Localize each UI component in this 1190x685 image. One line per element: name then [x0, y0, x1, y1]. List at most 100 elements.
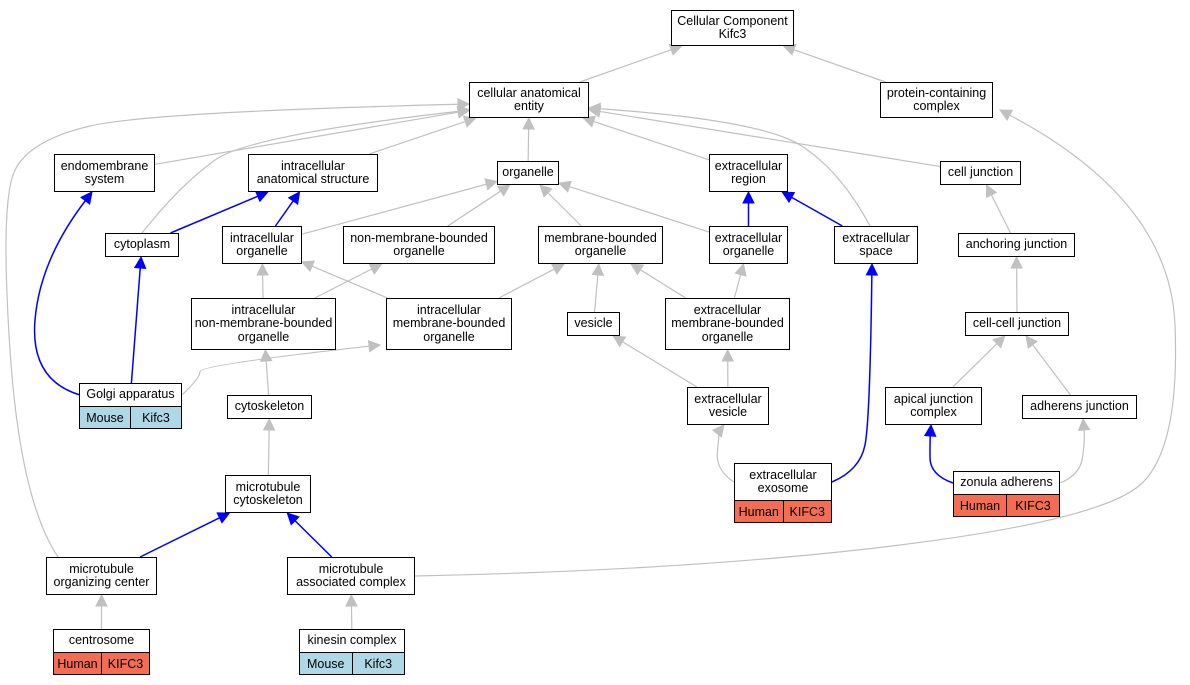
node-zonula[interactable]: zonula adherens	[953, 471, 1060, 495]
edge-intmem-to-membound	[498, 268, 555, 299]
arrowhead	[262, 417, 276, 431]
arrowhead	[95, 593, 108, 607]
arrowhead	[457, 97, 471, 111]
edge-mtcyto-to-cytoskel	[267, 429, 270, 476]
arrowhead	[986, 183, 998, 199]
node-kinesin[interactable]: kinesin complex	[299, 629, 405, 653]
arrowhead	[992, 335, 1006, 349]
edge-mtac-to-mtcyto	[294, 520, 333, 558]
arrowhead	[133, 255, 147, 269]
arrowhead	[668, 43, 683, 56]
node-cytoskel[interactable]: cytoskeleton	[227, 395, 312, 419]
edge-anchor-to-celljunc	[990, 194, 1012, 234]
arrowhead	[557, 180, 572, 193]
arrowhead	[539, 184, 553, 198]
annotation-gene: Kifc3	[130, 407, 181, 428]
edge-celljunc-to-cae	[599, 110, 941, 168]
annotation-gene: KIFC3	[101, 653, 149, 674]
annotation-species: Mouse	[300, 653, 352, 674]
node-mtcyto[interactable]: microtubule cytoskeleton	[225, 475, 311, 513]
node-exreg[interactable]: extracellular region	[709, 154, 788, 192]
node-organelle[interactable]: organelle	[497, 161, 559, 185]
node-cae[interactable]: cellular anatomical entity	[469, 82, 589, 118]
node-ias[interactable]: intracellular anatomical structure	[248, 154, 378, 192]
edge-exmem-to-membound	[640, 269, 687, 299]
arrowhead	[923, 423, 937, 437]
edge-intorg-to-organelle	[301, 183, 487, 235]
edge-intorg-to-ias	[274, 200, 294, 227]
arrowhead	[999, 109, 1014, 121]
node-centrosome[interactable]: centrosome	[53, 629, 150, 653]
edge-zonula-to-adherens	[1059, 429, 1085, 484]
arrowhead	[550, 263, 566, 275]
annotation-species: Human	[735, 501, 783, 522]
annotation-gene: KIFC3	[782, 501, 831, 522]
arrowhead	[1010, 255, 1023, 269]
arrowhead	[742, 190, 755, 204]
arrowhead	[782, 43, 797, 56]
node-intmem[interactable]: intracellular membrane-bounded organelle	[386, 298, 512, 350]
node-exves[interactable]: extracellular vesicle	[687, 387, 769, 425]
arrowhead	[630, 263, 645, 276]
node-cellcell[interactable]: cell-cell junction	[965, 312, 1069, 336]
arrowhead	[80, 191, 93, 205]
arrowhead	[781, 191, 796, 204]
edge-cytoplasm-to-ias	[170, 195, 259, 234]
arrowhead	[1077, 417, 1091, 432]
edge-golgi-to-endo	[33, 200, 86, 396]
edge-mtac-to-pcc	[414, 114, 1177, 577]
arrowhead	[367, 339, 382, 353]
edge-exosome-to-exves	[716, 432, 735, 483]
node-intorg[interactable]: intracellular organelle	[222, 226, 302, 264]
node-pcc[interactable]: protein-containing complex	[880, 82, 993, 118]
edge-exmem-to-exorg	[733, 274, 742, 299]
arrowhead	[484, 178, 499, 191]
node-adherens[interactable]: adherens junction	[1022, 395, 1137, 419]
arrowhead	[259, 348, 273, 362]
arrowhead	[496, 184, 511, 197]
annotation-species: Mouse	[80, 407, 130, 428]
arrowhead	[216, 512, 231, 524]
node-mtoc[interactable]: microtubule organizing center	[46, 557, 157, 595]
annotation-species: Human	[954, 495, 1006, 516]
arrowhead	[711, 424, 725, 438]
node-mtac[interactable]: microtubule associated complex	[287, 557, 415, 595]
arrowhead	[591, 262, 605, 277]
edge-adherens-to-cellcell	[1032, 344, 1071, 396]
edge-ias-to-cae	[369, 120, 466, 155]
edge-exspace-to-cae	[599, 108, 871, 227]
node-cc[interactable]: Cellular Component Kifc3	[671, 10, 794, 46]
edge-intmem-to-intorg	[311, 265, 388, 299]
node-endo[interactable]: endomembrane system	[54, 154, 155, 192]
node-apical[interactable]: apical junction complex	[885, 387, 982, 425]
arrowhead	[721, 348, 735, 362]
edge-mtoc-to-mtcyto	[139, 517, 220, 558]
arrowhead	[368, 263, 383, 275]
arrowhead	[587, 102, 601, 116]
node-exspace[interactable]: extracellular space	[834, 226, 918, 264]
node-cytoplasm[interactable]: cytoplasm	[105, 233, 179, 257]
node-membound[interactable]: membrane-bounded organelle	[538, 226, 663, 264]
node-exosome[interactable]: extracellular exosome	[734, 463, 832, 501]
node-intnonmem[interactable]: intracellular non-membrane-bounded organ…	[191, 298, 336, 350]
node-nonmem[interactable]: non-membrane-bounded organelle	[343, 226, 495, 264]
edge-mtoc-to-cae	[5, 103, 459, 558]
arrowhead	[734, 262, 747, 277]
edge-vesicle-to-membound	[593, 274, 599, 313]
arrowhead	[582, 115, 597, 128]
node-golgi[interactable]: Golgi apparatus	[79, 383, 182, 407]
edge-endo-to-cae	[154, 111, 459, 165]
annotation-gene: KIFC3	[1006, 495, 1059, 516]
edge-exreg-to-cae	[593, 120, 710, 161]
node-celljunc[interactable]: cell junction	[940, 161, 1021, 185]
edge-golgi-to-cytoplasm	[130, 267, 141, 384]
edge-pcc-to-cc	[793, 49, 886, 83]
node-anchor[interactable]: anchoring junction	[958, 233, 1075, 257]
node-vesicle[interactable]: vesicle	[567, 312, 620, 336]
edge-exosome-to-exspace	[831, 274, 873, 483]
node-exmem[interactable]: extracellular membrane-bounded organelle	[665, 298, 790, 350]
node-exorg[interactable]: extracellular organelle	[709, 226, 788, 264]
